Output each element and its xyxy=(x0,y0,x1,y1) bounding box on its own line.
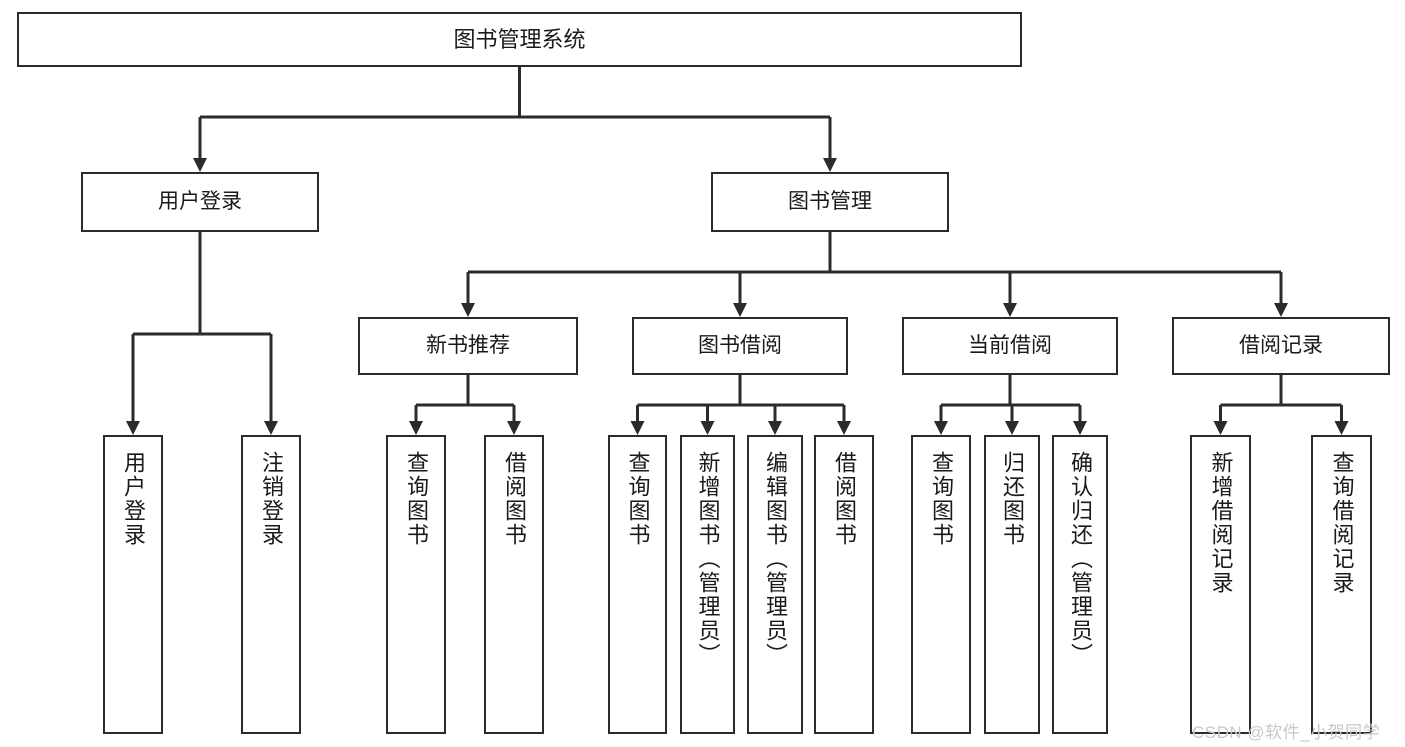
conn-user-login-arrowhead-leaf-user-login xyxy=(126,421,140,435)
conn-book-borrow-arrowhead-leaf-edit-book xyxy=(768,421,782,435)
node-label-leaf-add-record: 新增借阅记录 xyxy=(1208,451,1234,595)
node-leaf-borrow-book-1[interactable]: 借阅图书 xyxy=(484,435,544,734)
node-label-borrow-record: 借阅记录 xyxy=(1239,333,1323,357)
node-leaf-query-record[interactable]: 查询借阅记录 xyxy=(1311,435,1372,734)
node-label-leaf-return-book: 归还图书 xyxy=(1000,451,1025,547)
node-leaf-query-book-2[interactable]: 查询图书 xyxy=(608,435,667,734)
conn-root-arrowhead-book-manage xyxy=(823,158,837,172)
conn-book-borrow-arrowhead-leaf-borrow-book-2 xyxy=(837,421,851,435)
conn-current-borrow-arrowhead-leaf-query-book-3 xyxy=(934,421,948,435)
node-leaf-confirm-return[interactable]: 确认归还（管理员） xyxy=(1052,435,1108,734)
node-label-current-borrow: 当前借阅 xyxy=(968,333,1052,357)
conn-book-manage-arrowhead-new-book-rec xyxy=(461,303,475,317)
node-book-borrow[interactable]: 图书借阅 xyxy=(632,317,848,375)
node-book-manage[interactable]: 图书管理 xyxy=(711,172,949,232)
node-leaf-user-login[interactable]: 用户登录 xyxy=(103,435,163,734)
node-label-leaf-user-login: 用户登录 xyxy=(121,451,146,547)
node-label-leaf-edit-book: 编辑图书（管理员） xyxy=(763,451,788,667)
conn-new-book-rec-arrowhead-leaf-query-book-1 xyxy=(409,421,423,435)
node-label-book-manage: 图书管理 xyxy=(788,189,872,213)
node-label-leaf-query-record: 查询借阅记录 xyxy=(1329,451,1355,595)
conn-book-manage-arrowhead-current-borrow xyxy=(1003,303,1017,317)
conn-user-login-arrowhead-leaf-user-logout xyxy=(264,421,278,435)
node-leaf-add-book[interactable]: 新增图书（管理员） xyxy=(680,435,735,734)
node-leaf-query-book-3[interactable]: 查询图书 xyxy=(911,435,971,734)
node-current-borrow[interactable]: 当前借阅 xyxy=(902,317,1118,375)
conn-current-borrow-arrowhead-leaf-return-book xyxy=(1005,421,1019,435)
node-label-leaf-user-logout: 注销登录 xyxy=(259,451,284,547)
conn-book-borrow-arrowhead-leaf-add-book xyxy=(700,421,715,435)
node-leaf-edit-book[interactable]: 编辑图书（管理员） xyxy=(747,435,803,734)
node-leaf-query-book-1[interactable]: 查询图书 xyxy=(386,435,446,734)
node-label-root: 图书管理系统 xyxy=(453,26,586,52)
conn-root-arrowhead-user-login xyxy=(193,158,207,172)
node-label-leaf-borrow-book-2: 借阅图书 xyxy=(832,451,857,547)
node-label-leaf-query-book-1: 查询图书 xyxy=(404,451,429,547)
conn-book-manage-arrowhead-borrow-record xyxy=(1274,303,1288,317)
conn-book-borrow-arrowhead-leaf-query-book-2 xyxy=(630,421,645,435)
node-label-leaf-confirm-return: 确认归还（管理员） xyxy=(1068,451,1093,667)
node-new-book-rec[interactable]: 新书推荐 xyxy=(358,317,578,375)
conn-book-manage-arrowhead-book-borrow xyxy=(733,303,747,317)
node-leaf-user-logout[interactable]: 注销登录 xyxy=(241,435,301,734)
node-user-login[interactable]: 用户登录 xyxy=(81,172,319,232)
node-leaf-add-record[interactable]: 新增借阅记录 xyxy=(1190,435,1251,734)
node-label-user-login: 用户登录 xyxy=(158,189,242,213)
node-root[interactable]: 图书管理系统 xyxy=(17,12,1022,67)
conn-borrow-record-arrowhead-leaf-add-record xyxy=(1213,421,1228,435)
node-label-leaf-borrow-book-1: 借阅图书 xyxy=(502,451,527,547)
conn-new-book-rec-arrowhead-leaf-borrow-book-1 xyxy=(507,421,521,435)
node-label-book-borrow: 图书借阅 xyxy=(698,333,782,357)
node-label-leaf-add-book: 新增图书（管理员） xyxy=(695,451,721,667)
conn-borrow-record-arrowhead-leaf-query-record xyxy=(1334,421,1349,435)
conn-current-borrow-arrowhead-leaf-confirm-return xyxy=(1073,421,1087,435)
node-label-new-book-rec: 新书推荐 xyxy=(426,333,510,357)
node-leaf-return-book[interactable]: 归还图书 xyxy=(984,435,1040,734)
node-label-leaf-query-book-2: 查询图书 xyxy=(625,451,651,547)
node-borrow-record[interactable]: 借阅记录 xyxy=(1172,317,1390,375)
node-label-leaf-query-book-3: 查询图书 xyxy=(929,451,954,547)
node-leaf-borrow-book-2[interactable]: 借阅图书 xyxy=(814,435,874,734)
